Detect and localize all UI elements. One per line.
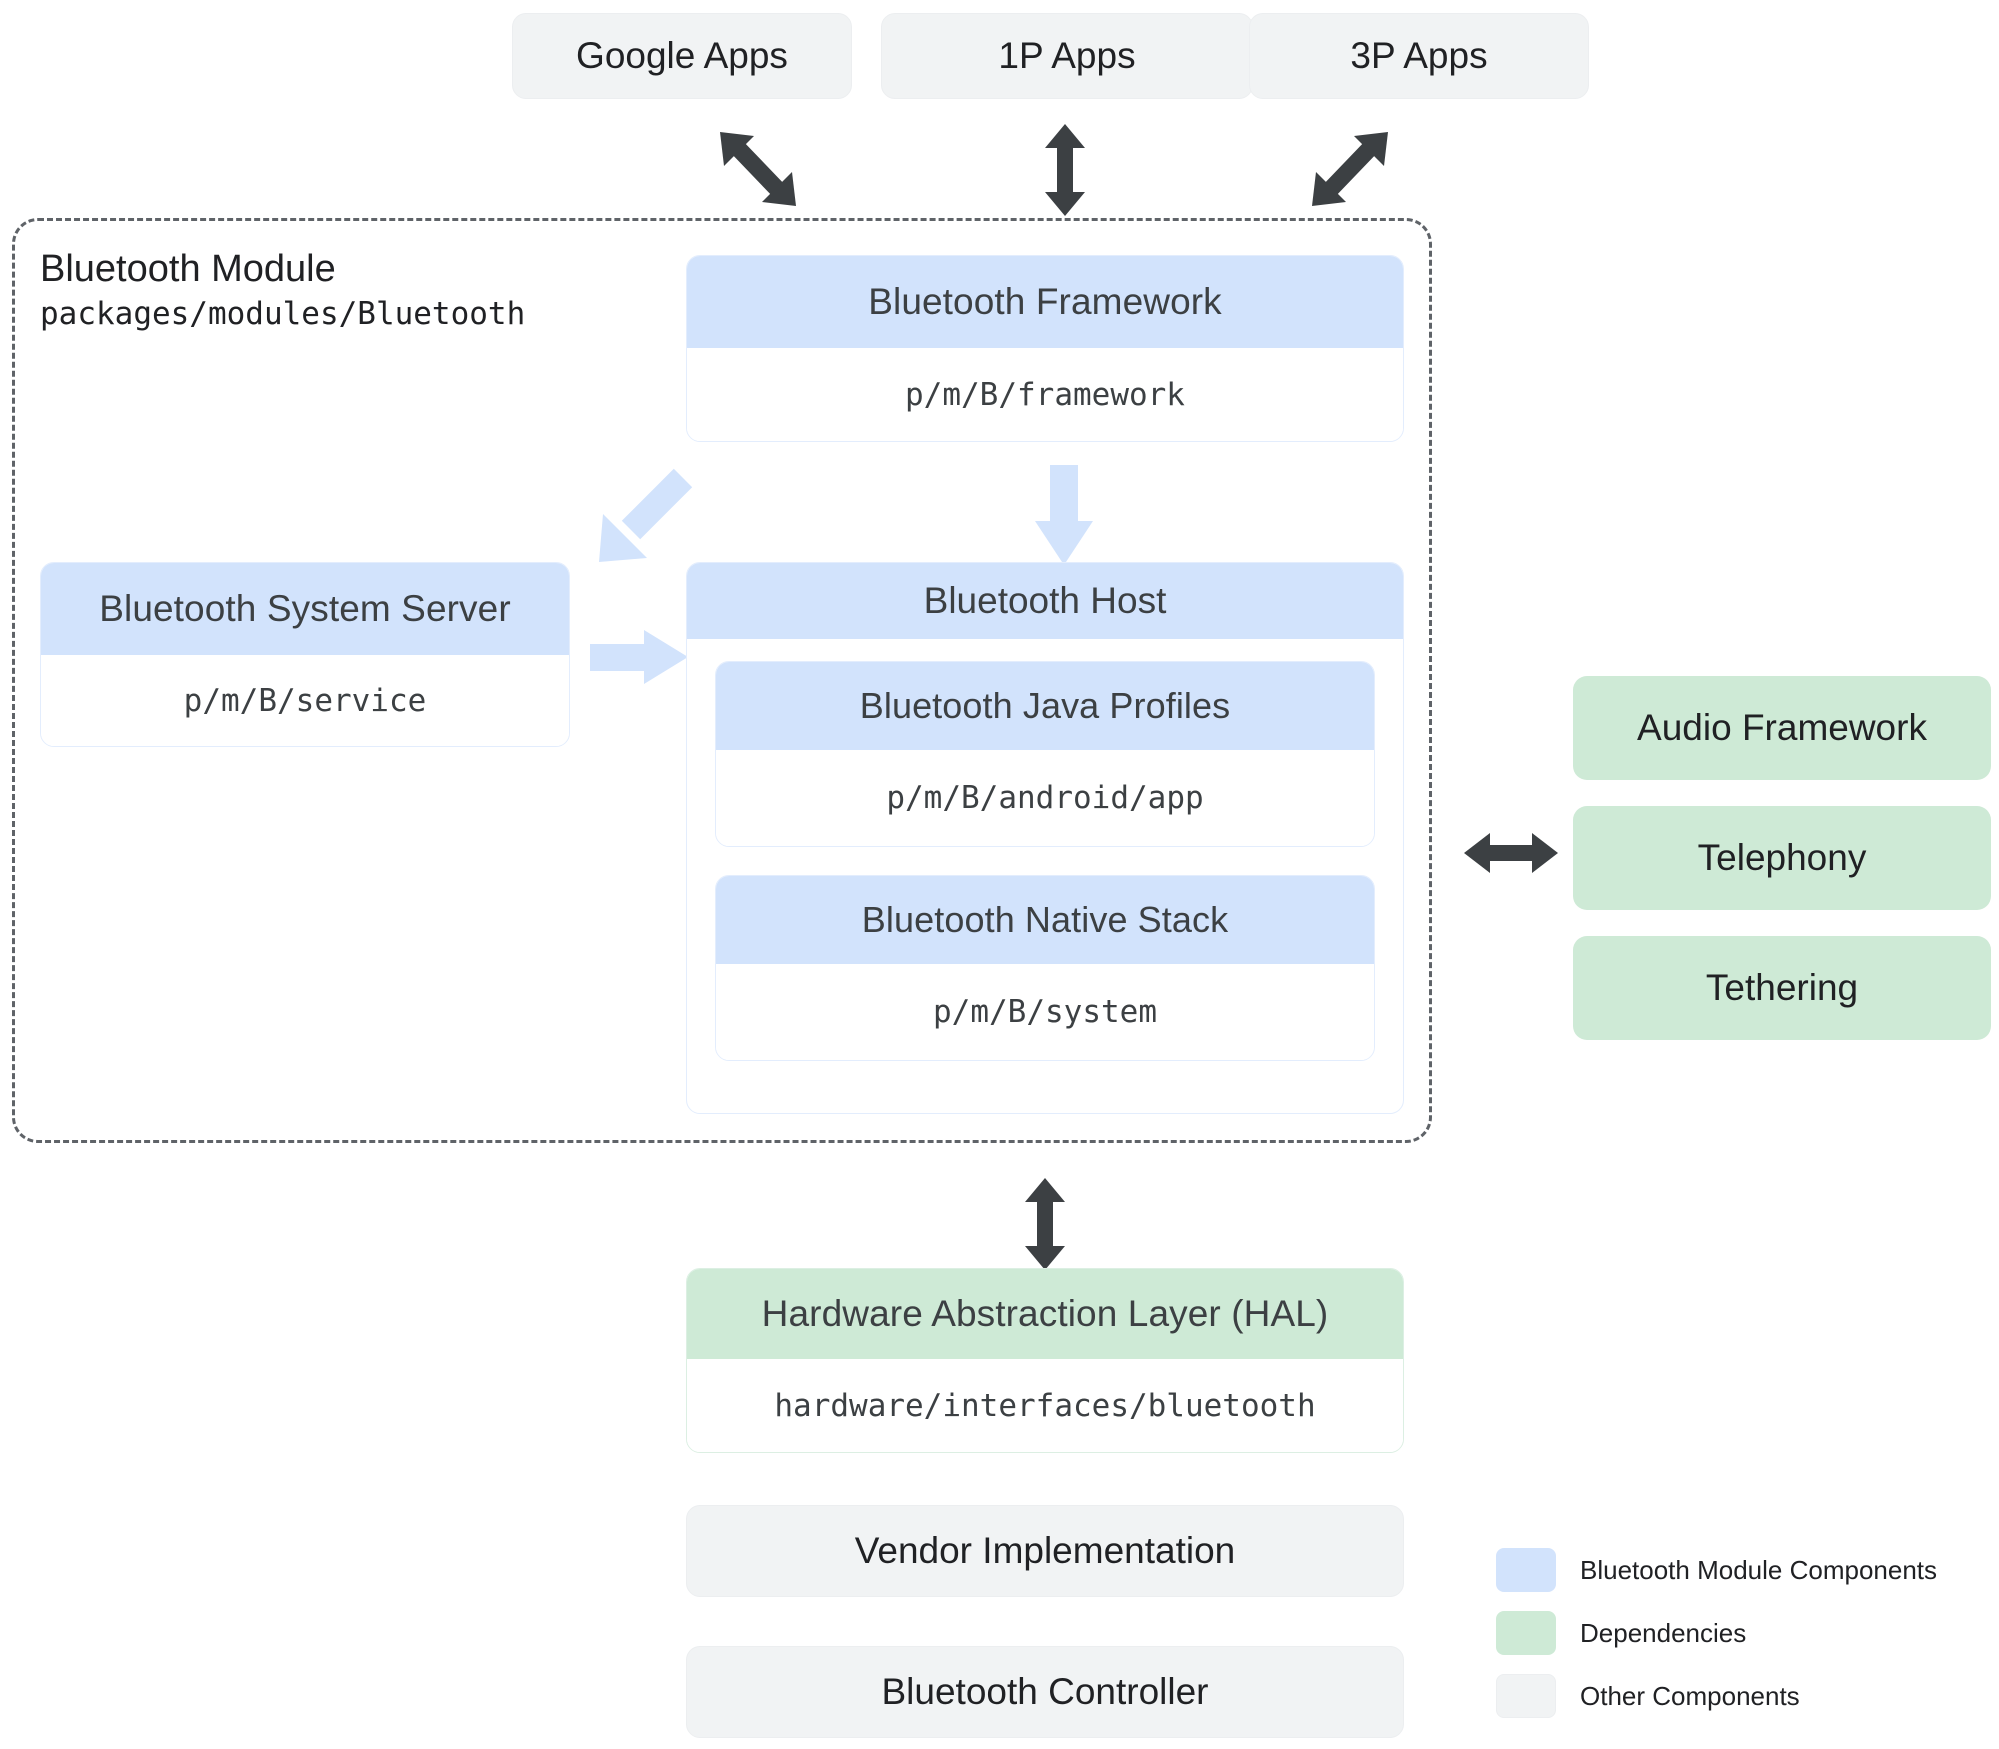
bluetooth-system-server-title: Bluetooth System Server	[41, 563, 569, 655]
bluetooth-java-profiles-path: p/m/B/android/app	[716, 750, 1374, 846]
bluetooth-system-server-card[interactable]: Bluetooth System Server p/m/B/service	[40, 562, 570, 747]
app-box-label: 1P Apps	[998, 35, 1136, 76]
legend-swatch-dependencies	[1496, 1611, 1556, 1655]
bluetooth-host-body: Bluetooth Java Profiles p/m/B/android/ap…	[687, 639, 1403, 1085]
first-party-apps-arrow	[1043, 124, 1087, 216]
legend-label: Dependencies	[1580, 1617, 1747, 1648]
legend-swatch-module	[1496, 1548, 1556, 1592]
bluetooth-controller-label: Bluetooth Controller	[881, 1671, 1209, 1712]
dependency-box-tethering[interactable]: Tethering	[1573, 936, 1991, 1040]
host-to-dependencies-arrow	[1464, 831, 1558, 875]
dependency-box-telephony[interactable]: Telephony	[1573, 806, 1991, 910]
bluetooth-host-title: Bluetooth Host	[687, 563, 1403, 639]
dependency-box-audio-framework[interactable]: Audio Framework	[1573, 676, 1991, 780]
vendor-implementation-box[interactable]: Vendor Implementation	[686, 1505, 1404, 1597]
bluetooth-controller-box[interactable]: Bluetooth Controller	[686, 1646, 1404, 1738]
legend: Bluetooth Module Components Dependencies…	[1496, 1548, 1937, 1718]
hal-title: Hardware Abstraction Layer (HAL)	[687, 1269, 1403, 1359]
dependency-label: Audio Framework	[1637, 707, 1927, 748]
app-box-google-apps[interactable]: Google Apps	[512, 13, 852, 99]
dependency-label: Tethering	[1705, 967, 1859, 1008]
vendor-implementation-label: Vendor Implementation	[854, 1530, 1236, 1571]
app-box-label: 3P Apps	[1350, 35, 1488, 76]
module-title-group: Bluetooth Module packages/modules/Blueto…	[40, 248, 526, 332]
bluetooth-module-container	[12, 218, 1432, 1143]
bluetooth-java-profiles-title: Bluetooth Java Profiles	[716, 662, 1374, 750]
legend-swatch-other	[1496, 1674, 1556, 1718]
bluetooth-native-stack-path: p/m/B/system	[716, 964, 1374, 1060]
module-title: Bluetooth Module	[40, 248, 336, 290]
legend-label: Bluetooth Module Components	[1580, 1554, 1938, 1585]
system-server-to-host-arrow	[590, 628, 688, 686]
module-to-hal-arrow	[1023, 1178, 1067, 1270]
legend-row-module-components: Bluetooth Module Components	[1496, 1548, 1937, 1592]
module-path: packages/modules/Bluetooth	[40, 295, 526, 332]
bluetooth-framework-title: Bluetooth Framework	[687, 256, 1403, 348]
hal-path: hardware/interfaces/bluetooth	[687, 1359, 1403, 1452]
bluetooth-framework-card[interactable]: Bluetooth Framework p/m/B/framework	[686, 255, 1404, 442]
legend-row-dependencies: Dependencies	[1496, 1611, 1937, 1655]
bluetooth-system-server-path: p/m/B/service	[41, 655, 569, 746]
legend-row-other-components: Other Components	[1496, 1674, 1937, 1718]
bluetooth-native-stack-title: Bluetooth Native Stack	[716, 876, 1374, 964]
hal-card[interactable]: Hardware Abstraction Layer (HAL) hardwar…	[686, 1268, 1404, 1453]
bluetooth-framework-path: p/m/B/framework	[687, 348, 1403, 441]
app-box-1p-apps[interactable]: 1P Apps	[881, 13, 1253, 99]
bluetooth-host-card[interactable]: Bluetooth Host Bluetooth Java Profiles p…	[686, 562, 1404, 1114]
bluetooth-native-stack-card[interactable]: Bluetooth Native Stack p/m/B/system	[715, 875, 1375, 1061]
framework-to-host-arrow	[1033, 465, 1095, 565]
app-box-3p-apps[interactable]: 3P Apps	[1249, 13, 1589, 99]
google-apps-arrow	[718, 130, 798, 208]
legend-label: Other Components	[1580, 1680, 1800, 1711]
dependency-label: Telephony	[1697, 837, 1867, 878]
third-party-apps-arrow	[1310, 130, 1390, 208]
framework-to-system-server-arrow	[595, 468, 693, 566]
bluetooth-java-profiles-card[interactable]: Bluetooth Java Profiles p/m/B/android/ap…	[715, 661, 1375, 847]
app-box-label: Google Apps	[576, 35, 788, 76]
